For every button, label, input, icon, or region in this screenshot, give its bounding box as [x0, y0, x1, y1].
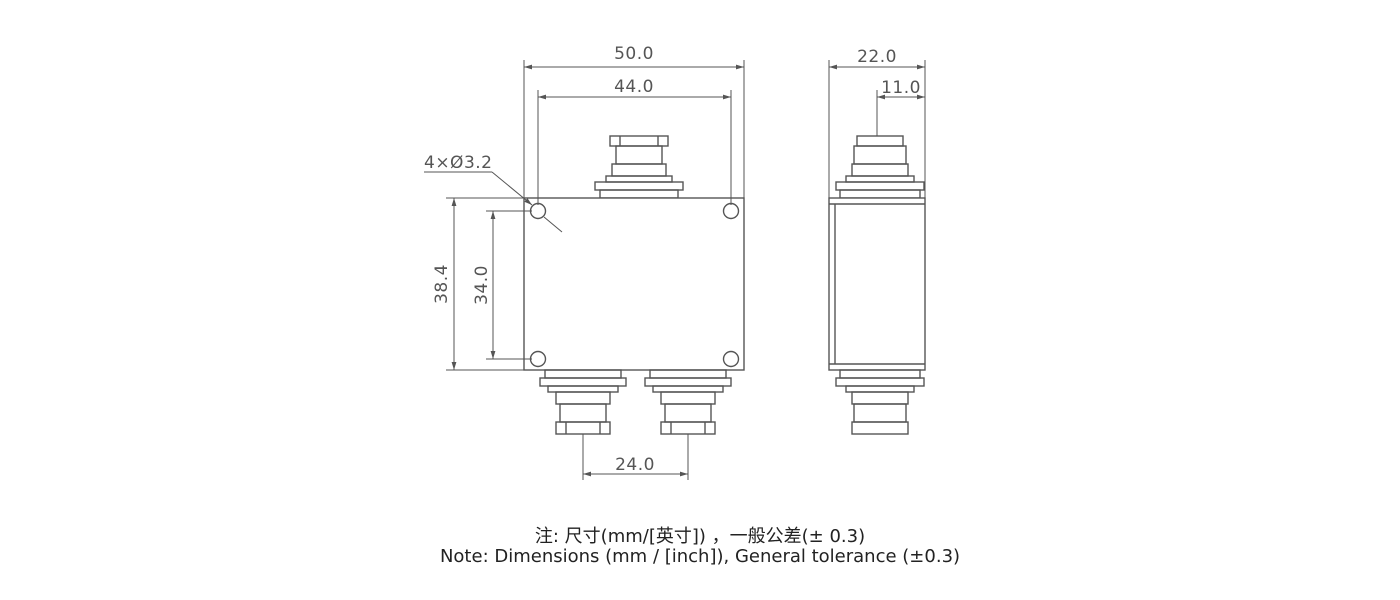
side-bottom-connector: [835, 369, 925, 435]
dim-label-34: 34.0: [472, 265, 492, 305]
dim-label-hole: 4×Ø3.2: [424, 153, 492, 173]
dim-side-width-half: 11.0: [876, 78, 926, 136]
dim-label-22: 22.0: [857, 47, 897, 67]
front-bottom-connector-right: [644, 369, 732, 435]
front-view: 50.0 44.0 4×Ø3.2 38.4 34.0: [424, 44, 745, 480]
side-view: 22.0 11.0: [828, 47, 926, 435]
mounting-hole-br: [722, 350, 740, 368]
front-bottom-connector-left: [539, 369, 627, 435]
note-english: Note: Dimensions (mm / [inch]), General …: [439, 546, 961, 567]
front-body: [523, 197, 745, 371]
dim-front-width-outer: 50.0: [523, 44, 745, 198]
front-top-connector: [594, 135, 684, 199]
note-chinese: 注: 尺寸(mm/[英寸]) ，一般公差(± 0.3): [534, 526, 866, 547]
dim-bottom-port-spacing: 24.0: [582, 434, 689, 480]
dim-label-11: 11.0: [881, 78, 921, 98]
side-body: [828, 197, 926, 371]
dim-label-24: 24.0: [615, 455, 655, 475]
dim-front-height-outer: 38.4: [432, 197, 524, 371]
side-top-connector: [835, 135, 925, 199]
dim-label-50: 50.0: [614, 44, 654, 64]
dim-front-width-holes: 44.0: [537, 77, 732, 205]
dim-label-44: 44.0: [614, 77, 654, 97]
dim-side-width-outer: 22.0: [828, 47, 926, 198]
dim-hole-callout: 4×Ø3.2: [424, 153, 563, 233]
dim-front-height-holes: 34.0: [472, 210, 532, 360]
dim-label-38-4: 38.4: [432, 264, 452, 304]
